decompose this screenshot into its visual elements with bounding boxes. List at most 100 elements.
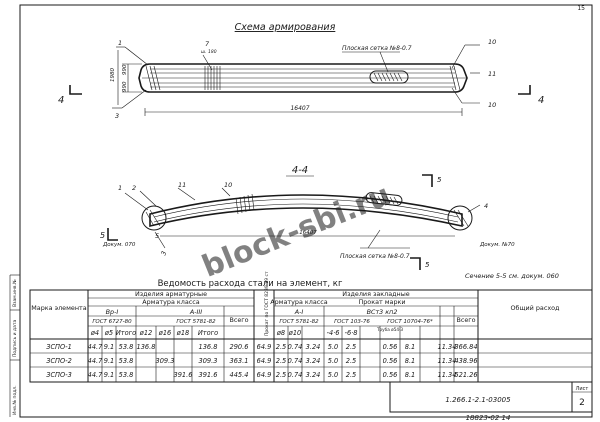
sub-6x8: -6·8 (345, 329, 358, 337)
sub-headers: ø4 ø5 Итого ø12 ø16 ø18 Итого ø8 ø10 -4·… (90, 327, 403, 337)
section-mark-right (518, 85, 531, 95)
section-title: 4-4 (292, 165, 308, 176)
h-bp: Вр-I (106, 308, 119, 316)
table-cell: 8.1 (405, 371, 416, 379)
callout-1: 1 (118, 39, 122, 47)
table-cell: 11.34 (438, 371, 457, 379)
section-mark-5-bottom: 5 (425, 261, 430, 269)
table-cell: 9.1 (104, 371, 115, 379)
sub-itogo1: Итого (116, 329, 136, 337)
table-cell: 3.24 (306, 357, 321, 365)
h-aiii: А-III (189, 308, 202, 316)
sub-d10: ø10 (288, 329, 301, 337)
table-cell: 2.5 (276, 343, 287, 351)
section-callout-11: 11 (178, 181, 186, 189)
table-cell: 521.26 (454, 371, 477, 379)
doc-right: Докум. №70 (479, 242, 515, 248)
table-cell: 3.24 (306, 371, 321, 379)
stamp-sign: Подпись и дата (12, 319, 18, 357)
stamp-replace: Взам.инв.№ (12, 279, 18, 307)
section-5-mark-left (107, 228, 118, 241)
sub-d8: ø8 (276, 329, 285, 337)
sheet-number: 2 (579, 398, 585, 408)
section-callout-10: 10 (224, 181, 232, 189)
row-mark: ЗСПО-2 (46, 357, 72, 365)
arch-rebar-bottom (153, 203, 459, 223)
table-cell: 2.5 (346, 371, 357, 379)
section-callout-5a: 5 (155, 232, 159, 240)
side-stamp: Инв.№ подл. Подпись и дата Взам.инв.№ (9, 274, 20, 417)
table-cell: 5.0 (328, 357, 339, 365)
sub-4x6: -4·6 (327, 329, 340, 337)
sub-d4: ø4 (90, 329, 99, 337)
section-callout-3: 3 (159, 250, 168, 257)
support-right (447, 205, 473, 231)
callout-11: 11 (488, 70, 496, 78)
section-4-4: 4-4 16407 1 2 11 10 3 5 5 5 (100, 165, 559, 280)
table-cell: 64.9 (257, 343, 272, 351)
h-emb-a1: А-I (294, 308, 304, 316)
h-embedded-group: Изделия закладные (342, 290, 409, 298)
section-stirrups (235, 193, 255, 215)
reinforcement-scheme: Схема армирования 1980 990 990 16407 4 (58, 22, 544, 120)
doc-left: Докум. 070 (102, 242, 136, 248)
title-block: 1.266.1-2.1-03005 Лист 2 18823-02 14 (389, 381, 593, 422)
callout-10-top: 10 (488, 38, 496, 46)
table-cell: 53.8 (119, 371, 134, 379)
stamp-inv: Инв.№ подл. (12, 385, 18, 415)
table-cell: 53.8 (119, 357, 134, 365)
section-callout-1: 1 (118, 184, 122, 192)
table-cell: 53.8 (119, 343, 134, 351)
table-cell: 44.7 (88, 371, 103, 379)
table-cell: 290.6 (230, 343, 249, 351)
arch-rebar-top (153, 198, 459, 218)
table-cell: 363.1 (230, 357, 249, 365)
end-hatch-right (449, 65, 461, 91)
h-rebar-group: Изделия арматурные (135, 290, 207, 298)
table-cell: 391.6 (199, 371, 218, 379)
support-left (141, 205, 167, 231)
dim-length: 16407 (290, 105, 309, 112)
sub-tube: Труба ø54·3 (376, 327, 403, 332)
table-cell: 309.3 (199, 357, 218, 365)
sub-d5: ø5 (104, 329, 113, 337)
sub-itogo2: Итого (198, 329, 218, 337)
table-cell: 64.9 (257, 357, 272, 365)
h-gost10704: ГОСТ 10704-76* (387, 319, 433, 325)
callout-10-bottom: 10 (488, 101, 496, 109)
table-cell: 44.7 (88, 343, 103, 351)
h-rebar-class: Арматура класса (142, 298, 200, 306)
scheme-title: Схема армирования (235, 22, 336, 33)
table-cell: 9.1 (104, 343, 115, 351)
table-cell: 44.7 (88, 357, 103, 365)
sub-d12: ø12 (139, 329, 152, 337)
h-total: Всего (229, 316, 248, 324)
table-cell: 445.4 (230, 371, 249, 379)
row-mark: ЗСПО-3 (46, 371, 72, 379)
steel-table: Ведомость расхода стали на элемент, кг (29, 271, 593, 383)
table-cell: 2.5 (276, 371, 287, 379)
h-grand: Общий расход (511, 304, 561, 312)
table-cell: 391.6 (174, 371, 193, 379)
sheet-frame (19, 4, 593, 418)
table-cell: 0.74 (288, 357, 303, 365)
flat-mesh-top (369, 70, 409, 84)
table-cell: 5.0 (328, 371, 339, 379)
dim-left-a: 990 (122, 64, 128, 75)
section-mark-left (69, 85, 82, 95)
h-vst: ВСт3 кп2 (367, 308, 398, 316)
table-cell: 8.1 (405, 343, 416, 351)
table-cell: 438.96 (454, 357, 477, 365)
table-cell: 136.8 (199, 343, 218, 351)
table-title: Ведомость расхода стали на элемент, кг (158, 279, 343, 289)
table-cell: 2.5 (276, 357, 287, 365)
h-emb-gost: ГОСТ 5781-82 (279, 319, 319, 325)
table-cell: 9.1 (104, 357, 115, 365)
table-cell: 0.74 (288, 371, 303, 379)
dim-left-total: 1980 (110, 68, 116, 82)
section-callout-2: 2 (132, 184, 136, 192)
end-hatch-left (145, 65, 161, 91)
table-cell: 64.9 (257, 371, 272, 379)
